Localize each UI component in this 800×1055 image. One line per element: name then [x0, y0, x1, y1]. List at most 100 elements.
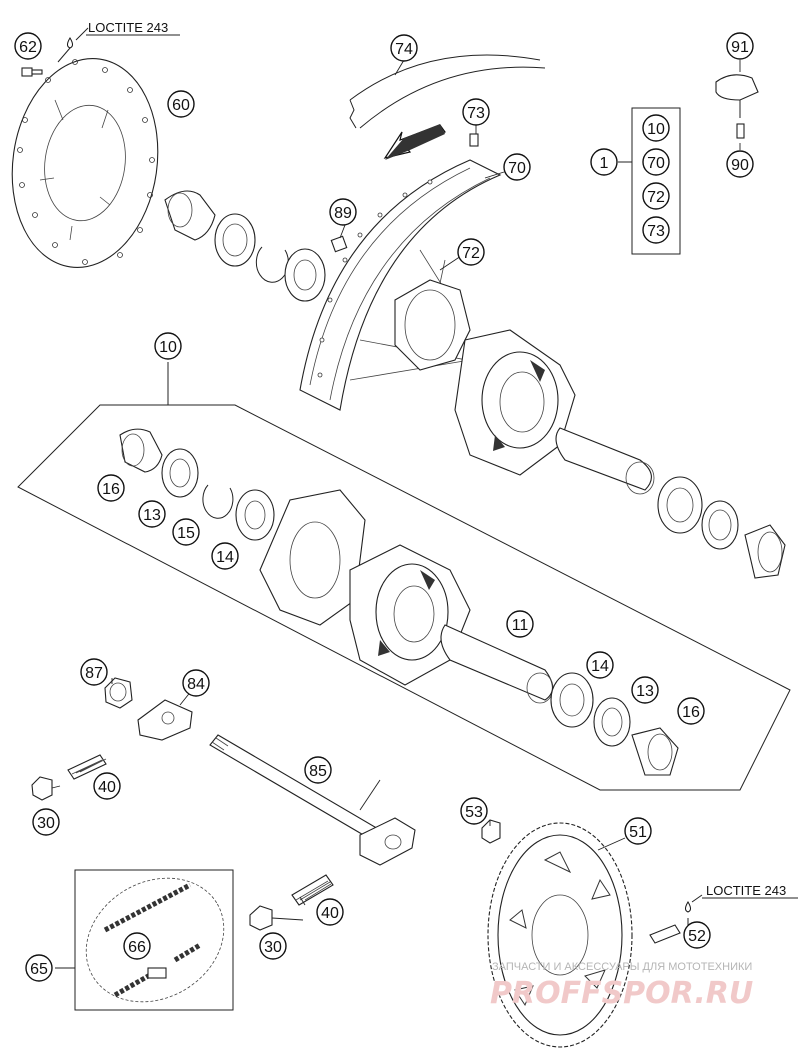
- callout-13-left: 13: [138, 500, 166, 528]
- axle: [209, 734, 416, 866]
- seal-lower-right: [593, 697, 631, 747]
- adjuster-nut-left: [31, 776, 53, 801]
- bearing-lower-left: [235, 489, 275, 541]
- callout-15: 15: [172, 518, 200, 546]
- svg-text:72: 72: [647, 189, 665, 206]
- seal-upper-right: [701, 500, 739, 550]
- kit-box: [631, 107, 681, 255]
- svg-text:62: 62: [19, 39, 37, 56]
- leader-lines: [51, 59, 741, 921]
- svg-text:1: 1: [600, 155, 609, 172]
- callout-kit-70: 70: [642, 148, 670, 176]
- svg-text:74: 74: [395, 41, 413, 58]
- svg-text:65: 65: [30, 961, 48, 978]
- callout-11: 11: [506, 610, 534, 638]
- bearing-upper-left: [284, 248, 326, 302]
- callout-90: 90: [726, 150, 754, 178]
- svg-text:51: 51: [629, 824, 647, 841]
- svg-text:66: 66: [128, 939, 146, 956]
- svg-text:87: 87: [85, 665, 103, 682]
- svg-text:70: 70: [647, 155, 665, 172]
- svg-text:30: 30: [37, 815, 55, 832]
- svg-text:90: 90: [731, 157, 749, 174]
- callout-72: 72: [457, 238, 485, 266]
- sprocket: [487, 822, 633, 1048]
- bearing-lower-right: [550, 672, 594, 728]
- watermark-logo: PROFFSPOR.RU: [490, 976, 753, 1011]
- circlip-lower: [202, 484, 234, 519]
- svg-text:70: 70: [508, 160, 526, 177]
- collar-lower-left: [119, 428, 163, 473]
- callout-89: 89: [329, 198, 357, 226]
- valve-cap: [715, 74, 759, 118]
- hub-spacer-upper: [555, 427, 652, 491]
- svg-text:14: 14: [591, 658, 609, 675]
- callout-40-right: 40: [316, 898, 344, 926]
- circlip-upper: [255, 246, 289, 283]
- rim-lock: [330, 235, 348, 253]
- callout-70: 70: [503, 153, 531, 181]
- svg-text:40: 40: [321, 905, 339, 922]
- callout-10: 10: [154, 332, 182, 360]
- svg-text:13: 13: [143, 507, 161, 524]
- callout-30-right: 30: [259, 932, 287, 960]
- lower-hub: [259, 489, 471, 686]
- callout-91: 91: [726, 32, 754, 60]
- callout-16-right: 16: [677, 697, 705, 725]
- svg-text:40: 40: [98, 779, 116, 796]
- callout-62: 62: [14, 32, 42, 60]
- hub-spacer-lower: [440, 624, 554, 701]
- svg-text:10: 10: [647, 121, 665, 138]
- hub-assembly-outline: [17, 404, 791, 791]
- collar-lower-right: [631, 727, 679, 776]
- adjuster-screw-left: [67, 754, 107, 780]
- svg-text:13: 13: [636, 683, 654, 700]
- svg-text:72: 72: [462, 245, 480, 262]
- callout-16-left: 16: [97, 474, 125, 502]
- chain-box: [55, 869, 234, 1011]
- watermark-caption: ЗАПЧАСТИ И АКСЕССУАРЫ ДЛЯ МОТОТЕХНИКИ: [492, 961, 752, 973]
- callout-52: 52: [683, 921, 711, 949]
- callout-kit-10: 10: [642, 114, 670, 142]
- callout-14-right: 14: [586, 651, 614, 679]
- svg-text:85: 85: [309, 763, 327, 780]
- svg-text:30: 30: [264, 939, 282, 956]
- callout-65: 65: [25, 954, 53, 982]
- upper-hub: [394, 279, 576, 476]
- bearing-upper-right: [657, 476, 703, 534]
- svg-text:73: 73: [647, 223, 665, 240]
- callout-13-right: 13: [631, 676, 659, 704]
- callout-kit-73: 73: [642, 216, 670, 244]
- seal-lower-left: [161, 448, 199, 498]
- svg-text:91: 91: [731, 39, 749, 56]
- svg-text:60: 60: [172, 97, 190, 114]
- chain-adjuster-left: [137, 699, 193, 741]
- svg-text:10: 10: [159, 339, 177, 356]
- svg-text:73: 73: [467, 105, 485, 122]
- callout-87: 87: [80, 658, 108, 686]
- collar-upper-left: [164, 190, 216, 241]
- svg-text:84: 84: [187, 676, 205, 693]
- callout-84: 84: [182, 669, 210, 697]
- loctite-note-bottom: LOCTITE 243: [706, 883, 786, 898]
- collar-upper-right: [744, 524, 786, 579]
- svg-text:14: 14: [216, 549, 234, 566]
- sprocket-nut: [481, 819, 501, 844]
- loctite-drop-icon-2: [685, 901, 691, 913]
- part-callouts: 62 60 74 73 70 89 72 91 90 1 10 70 72 73…: [14, 32, 754, 982]
- svg-text:15: 15: [177, 525, 195, 542]
- callout-73: 73: [462, 98, 490, 126]
- callout-53: 53: [460, 797, 488, 825]
- callout-1: 1: [590, 148, 618, 176]
- callout-74: 74: [390, 34, 418, 62]
- callout-kit-72: 72: [642, 182, 670, 210]
- spoke-nipple: [469, 133, 479, 147]
- svg-text:53: 53: [465, 804, 483, 821]
- svg-text:89: 89: [334, 205, 352, 222]
- adjuster-nut-right: [249, 905, 273, 931]
- valve-core: [736, 123, 745, 139]
- svg-text:16: 16: [682, 704, 700, 721]
- callout-85: 85: [304, 756, 332, 784]
- callout-40-left: 40: [93, 772, 121, 800]
